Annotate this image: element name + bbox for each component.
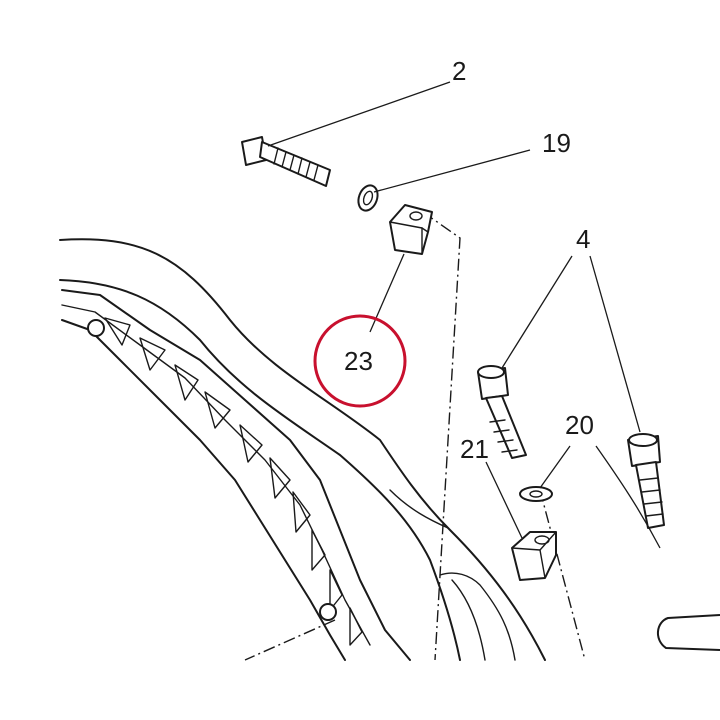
callout-2: 2 bbox=[452, 56, 466, 86]
leader-lines bbox=[267, 81, 661, 549]
highlight-circle bbox=[313, 314, 407, 408]
part-21-bracket bbox=[511, 531, 557, 581]
part-23-bracket bbox=[389, 204, 433, 255]
part-20-washer bbox=[519, 486, 553, 502]
part-2-bolt bbox=[241, 136, 331, 187]
callout-19: 19 bbox=[542, 128, 571, 158]
callout-4: 4 bbox=[576, 224, 590, 254]
callout-23: 23 bbox=[344, 346, 373, 376]
part-4-bolt-front bbox=[477, 365, 527, 459]
frame-body bbox=[59, 238, 546, 661]
centerlines bbox=[244, 211, 586, 661]
callout-labels: 2 19 23 4 20 21 bbox=[344, 56, 594, 464]
part-19-washer bbox=[357, 184, 379, 212]
part-partial-right bbox=[657, 614, 720, 651]
callout-20: 20 bbox=[565, 410, 594, 440]
callout-21: 21 bbox=[460, 434, 489, 464]
part-4-bolt-rear bbox=[627, 433, 665, 529]
